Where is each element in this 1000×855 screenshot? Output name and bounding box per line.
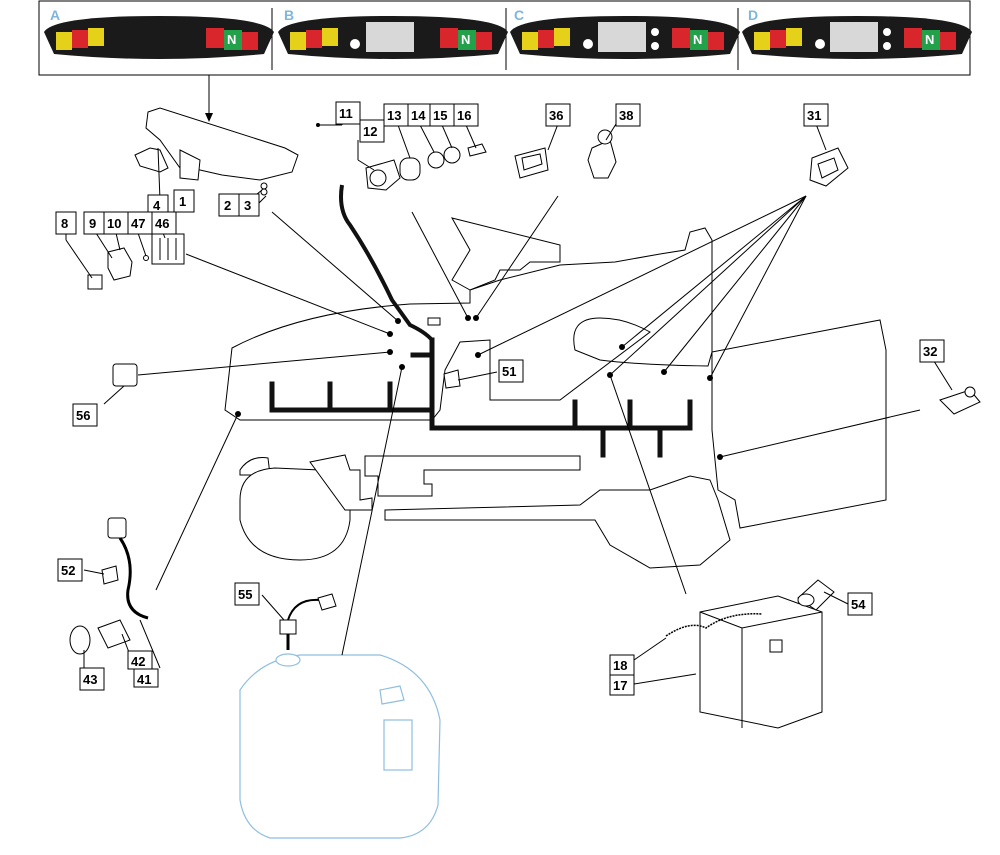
callout-10: 10: [103, 211, 129, 235]
panel-a: A N: [44, 7, 274, 59]
callout-16: 16: [453, 103, 479, 127]
callout-38: 38: [615, 103, 641, 127]
callout-52: 52: [57, 558, 83, 582]
fuel-tank-part: [239, 593, 441, 839]
svg-text:11: 11: [339, 106, 353, 121]
ignition-switch-parts: [365, 143, 487, 191]
callout-42: 42: [127, 650, 153, 670]
callout-11: 11: [335, 101, 361, 125]
svg-text:14: 14: [411, 108, 426, 123]
svg-text:2: 2: [224, 198, 231, 213]
panel-c-letter: C: [514, 7, 524, 23]
svg-text:10: 10: [107, 216, 121, 231]
panel-b: B N: [278, 7, 508, 59]
callout-3: 3: [238, 193, 260, 217]
svg-text:9: 9: [89, 216, 96, 231]
callout-18: 18: [609, 654, 635, 676]
panel-a-letter: A: [50, 7, 60, 23]
callout-46: 46: [151, 211, 177, 235]
switch-32-part: [939, 386, 981, 415]
switch-38-part: [587, 129, 617, 179]
terminal-cover-54: [797, 579, 835, 611]
svg-text:8: 8: [61, 216, 68, 231]
instrument-panel-strip: A N B N C N D N: [38, 0, 972, 122]
leader-lines: [65, 110, 953, 685]
callout-14: 14: [407, 103, 433, 127]
callout-17: 17: [609, 674, 635, 696]
svg-text:31: 31: [807, 108, 821, 123]
panel-b-letter: B: [284, 7, 294, 23]
callout-43: 43: [79, 667, 105, 691]
svg-text:46: 46: [155, 216, 169, 231]
relay-56-part: [112, 363, 138, 387]
svg-text:3: 3: [244, 198, 251, 213]
callout-51: 51: [498, 359, 524, 383]
panel-d-letter: D: [748, 7, 758, 23]
svg-text:16: 16: [457, 108, 471, 123]
callout-36: 36: [545, 103, 571, 127]
panel-d-n-indicator: N: [925, 32, 934, 47]
svg-text:32: 32: [923, 344, 937, 359]
callout-41: 41: [133, 668, 159, 688]
svg-text:51: 51: [502, 364, 516, 379]
callout-2: 2: [218, 193, 240, 217]
svg-text:56: 56: [76, 408, 90, 423]
switch-31-part: [809, 147, 849, 187]
svg-text:13: 13: [387, 108, 401, 123]
panel-b-n-indicator: N: [461, 32, 470, 47]
svg-text:54: 54: [851, 597, 866, 612]
lamp-harness-part: [69, 517, 149, 655]
svg-text:47: 47: [131, 216, 145, 231]
callout-54: 54: [847, 592, 873, 616]
callout-47: 47: [127, 211, 153, 235]
svg-text:43: 43: [83, 672, 97, 687]
callout-12: 12: [359, 119, 385, 143]
svg-text:18: 18: [613, 658, 627, 673]
callout-1: 1: [173, 189, 195, 213]
main-harness: [269, 184, 693, 458]
switch-36-part: [514, 147, 549, 179]
battery-part: [665, 595, 823, 729]
callout-8: 8: [55, 211, 77, 235]
svg-text:42: 42: [131, 654, 145, 669]
svg-text:52: 52: [61, 563, 75, 578]
callout-labels: 1 2 3 4 8 9 10 47 46 11 12 13 14 15 16 3…: [55, 101, 945, 696]
tractor-outline: [224, 217, 887, 569]
callout-15: 15: [429, 103, 455, 127]
callout-32: 32: [919, 339, 945, 363]
svg-text:15: 15: [433, 108, 447, 123]
callout-55: 55: [234, 582, 260, 606]
panel-a-n-indicator: N: [227, 32, 236, 47]
callout-4: 4: [147, 194, 169, 214]
panel-d: D N: [742, 7, 972, 59]
callout-31: 31: [803, 103, 829, 127]
clip-51-part: [443, 369, 461, 389]
callout-56: 56: [72, 403, 98, 427]
relays-parts: [87, 233, 185, 290]
dash-cover-part: [134, 107, 299, 196]
panel-c: C N: [510, 7, 740, 59]
svg-text:55: 55: [238, 587, 252, 602]
callout-9: 9: [83, 211, 105, 235]
svg-text:36: 36: [549, 108, 563, 123]
svg-text:12: 12: [363, 124, 377, 139]
svg-text:41: 41: [137, 672, 151, 687]
panel-c-n-indicator: N: [693, 32, 702, 47]
svg-text:1: 1: [179, 194, 186, 209]
svg-text:38: 38: [619, 108, 633, 123]
svg-text:4: 4: [153, 198, 161, 213]
svg-text:17: 17: [613, 678, 627, 693]
callout-13: 13: [383, 103, 409, 127]
